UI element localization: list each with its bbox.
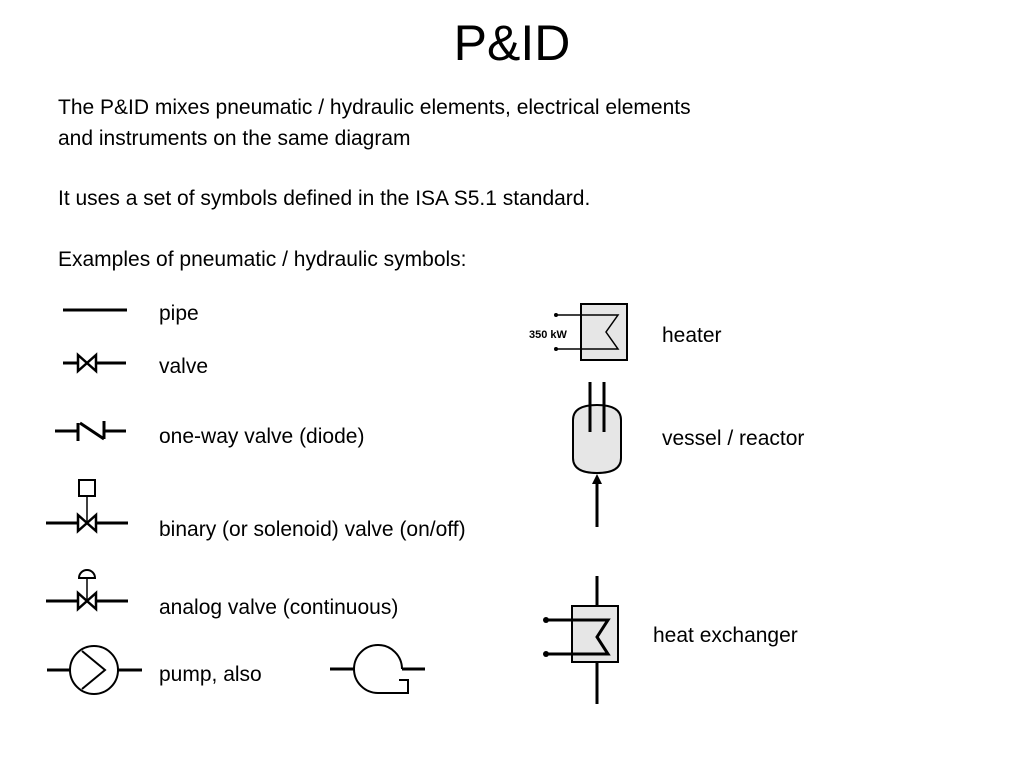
- heater-icon: 350 kW: [529, 303, 628, 361]
- control-valve-icon: [46, 569, 128, 612]
- examples-heading: Examples of pneumatic / hydraulic symbol…: [58, 248, 467, 271]
- valve-icon: [63, 352, 126, 374]
- binary-valve-label: binary (or solenoid) valve (on/off): [159, 518, 466, 541]
- check-valve-icon: [55, 421, 126, 441]
- heater-power-label: 350 kW: [529, 329, 568, 341]
- one-way-valve-label: one-way valve (diode): [159, 425, 365, 448]
- page-title: P&ID: [453, 15, 571, 71]
- pump-icon: [47, 645, 142, 695]
- standard-text: It uses a set of symbols defined in the …: [58, 187, 591, 210]
- vessel-label: vessel / reactor: [662, 427, 805, 450]
- centrifugal-pump-icon: [330, 644, 425, 694]
- pipe-label: pipe: [159, 302, 199, 325]
- analog-valve-label: analog valve (continuous): [159, 596, 399, 619]
- intro-paragraph: The P&ID mixes pneumatic / hydraulic ele…: [58, 92, 691, 154]
- vessel-icon: [572, 382, 622, 527]
- heater-label: heater: [662, 324, 722, 347]
- valve-label: valve: [159, 355, 209, 378]
- pump-label: pump, also: [159, 663, 262, 686]
- heat-exchanger-icon: [543, 576, 619, 704]
- intro-line-2: and instruments on the same diagram: [58, 127, 411, 150]
- solenoid-valve-icon: [46, 479, 128, 534]
- heat-exchanger-label: heat exchanger: [653, 624, 798, 647]
- intro-line-1: The P&ID mixes pneumatic / hydraulic ele…: [58, 96, 691, 119]
